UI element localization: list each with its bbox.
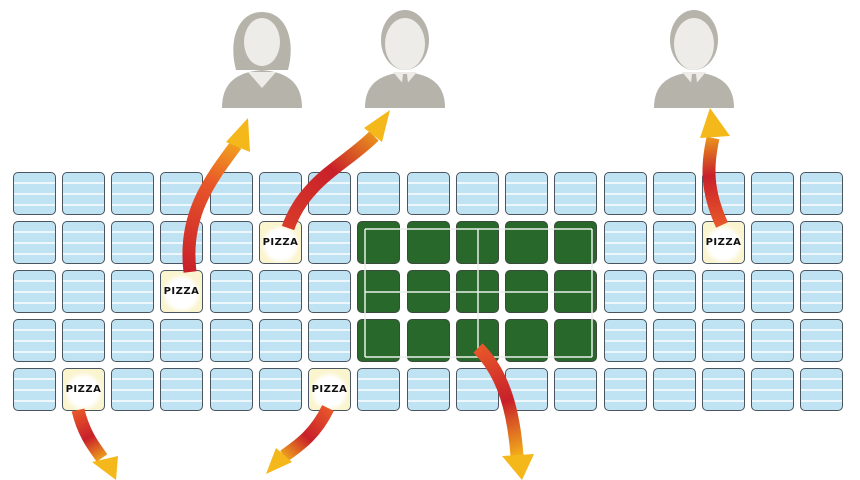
seat-tile (62, 221, 105, 264)
person-male-2 (654, 10, 734, 108)
seat-tile (604, 368, 647, 411)
seat-tile (111, 221, 154, 264)
arrowhead-3 (700, 108, 730, 138)
seat-tile (111, 319, 154, 362)
seat-tile (456, 172, 499, 215)
seat-tile (653, 368, 696, 411)
seat-tile (604, 270, 647, 313)
seat-tile (800, 319, 843, 362)
seat-tile (111, 368, 154, 411)
seat-tile (505, 172, 548, 215)
seat-tile (308, 319, 351, 362)
pizza-label: PIZZA (163, 286, 200, 297)
seat-tile (62, 270, 105, 313)
seat-tile (111, 172, 154, 215)
seat-tile (407, 368, 450, 411)
arrow-5 (280, 405, 334, 462)
pizza-tile: PIZZA (62, 368, 105, 411)
seat-tile (800, 172, 843, 215)
seat-tile (259, 368, 302, 411)
seat-tile (210, 319, 253, 362)
seat-tile (357, 368, 400, 411)
seat-tile (13, 319, 56, 362)
seat-tile (407, 172, 450, 215)
pizza-label: PIZZA (705, 237, 742, 248)
seat-tile (800, 270, 843, 313)
seat-tile (13, 368, 56, 411)
green-area-tile (407, 221, 450, 264)
seat-tile (800, 221, 843, 264)
arrowhead-4 (92, 456, 118, 480)
court-lines (364, 228, 593, 358)
pizza-label: PIZZA (311, 384, 348, 395)
arrowhead-5 (266, 448, 292, 474)
seat-tile (751, 172, 794, 215)
seat-tile (210, 221, 253, 264)
seat-tile (259, 319, 302, 362)
pizza-label: PIZZA (65, 384, 102, 395)
seat-tile (13, 221, 56, 264)
seat-tile (604, 172, 647, 215)
seat-tile (800, 368, 843, 411)
arrow-4 (71, 408, 108, 462)
seat-tile (554, 368, 597, 411)
seat-tile (13, 270, 56, 313)
arrow-1 (182, 141, 242, 273)
green-area-tile (357, 319, 400, 362)
seat-tile (653, 319, 696, 362)
seat-tile (160, 319, 203, 362)
seat-tile (62, 319, 105, 362)
seat-tile (751, 319, 794, 362)
arrow-3 (702, 136, 728, 228)
person-female (222, 12, 302, 108)
seat-tile (653, 172, 696, 215)
seat-tile (702, 319, 745, 362)
seat-tile (751, 221, 794, 264)
seat-tile (653, 270, 696, 313)
pizza-tile: PIZZA (308, 368, 351, 411)
seat-tile (210, 368, 253, 411)
seat-tile (702, 270, 745, 313)
arrow-2 (281, 131, 379, 231)
person-male-1 (365, 10, 445, 108)
seat-tile (13, 172, 56, 215)
seat-tile (357, 172, 400, 215)
seat-tile (702, 368, 745, 411)
seat-tile (111, 270, 154, 313)
seat-tile (160, 368, 203, 411)
arrowhead-1 (226, 118, 250, 152)
green-area-tile (357, 221, 400, 264)
seat-tile (751, 368, 794, 411)
seat-tile (505, 368, 548, 411)
green-area-tile (554, 319, 597, 362)
green-area-tile (505, 221, 548, 264)
seat-tile (308, 221, 351, 264)
seat-tile (751, 270, 794, 313)
seat-tile (604, 221, 647, 264)
seat-tile (210, 270, 253, 313)
arrow-6 (473, 343, 524, 457)
green-area-tile (554, 221, 597, 264)
seat-tile (259, 270, 302, 313)
seat-tile (62, 172, 105, 215)
pizza-tile: PIZZA (160, 270, 203, 313)
pizza-label: PIZZA (262, 237, 299, 248)
green-area-tile (407, 319, 450, 362)
green-area-tile (505, 319, 548, 362)
seat-tile (653, 221, 696, 264)
seat-tile (308, 270, 351, 313)
seat-tile (554, 172, 597, 215)
seat-tile (604, 319, 647, 362)
arrowhead-6 (502, 454, 534, 480)
arrowhead-2 (364, 110, 390, 142)
